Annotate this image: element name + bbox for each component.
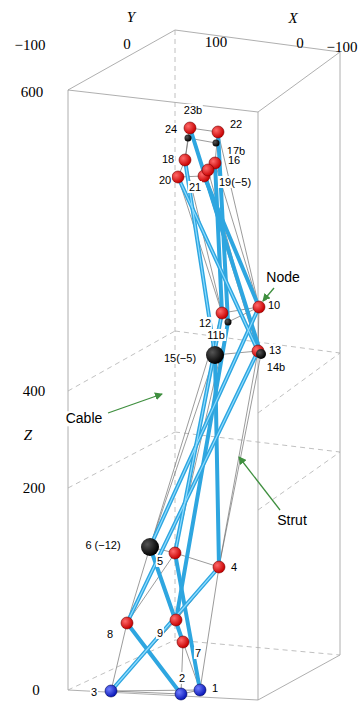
node-number: 5 xyxy=(156,555,164,567)
axis-label: 400 xyxy=(23,383,46,400)
node-number: 21 xyxy=(188,181,202,193)
node-number: 1 xyxy=(211,682,219,694)
axis-label: 200 xyxy=(23,480,46,497)
annotation-label: Cable xyxy=(64,411,105,426)
node-number: 2 xyxy=(178,672,186,684)
node-number: 18 xyxy=(161,153,175,165)
node-number: 22 xyxy=(229,118,243,130)
node-number: 12 xyxy=(198,317,212,329)
annotation-label: Strut xyxy=(275,513,309,528)
node-number: 20 xyxy=(158,174,172,186)
axis-label: 0 xyxy=(32,682,40,699)
node-number: 6 (−12) xyxy=(84,539,121,551)
node-number: 15(−5) xyxy=(163,352,197,364)
node-number: 10 xyxy=(267,299,281,311)
node-number: 23b xyxy=(183,104,203,116)
node-number: 9 xyxy=(156,627,164,639)
axis-label: 100 xyxy=(205,34,228,51)
axis-label: X xyxy=(288,10,297,27)
node-number: 16 xyxy=(227,154,241,166)
axis-label: 0 xyxy=(296,35,304,52)
axis-label: 600 xyxy=(21,84,44,101)
axis-label: Z xyxy=(24,427,32,444)
axis-label: −100 xyxy=(15,37,46,54)
annotation-label: Node xyxy=(264,270,301,285)
axis-label: −100 xyxy=(327,39,358,56)
node-number: 13 xyxy=(268,344,282,356)
node-number: 24 xyxy=(164,123,178,135)
node-number: 19(−5) xyxy=(218,176,252,188)
node-number: 4 xyxy=(230,561,238,573)
node-number: 7 xyxy=(194,647,202,659)
axis-label: 0 xyxy=(123,36,131,53)
axis-label: Y xyxy=(127,9,135,26)
node-number: 3 xyxy=(90,686,98,698)
node-number: 11b xyxy=(206,329,226,341)
node-number: 8 xyxy=(106,628,114,640)
node-number: 14b xyxy=(266,361,286,373)
